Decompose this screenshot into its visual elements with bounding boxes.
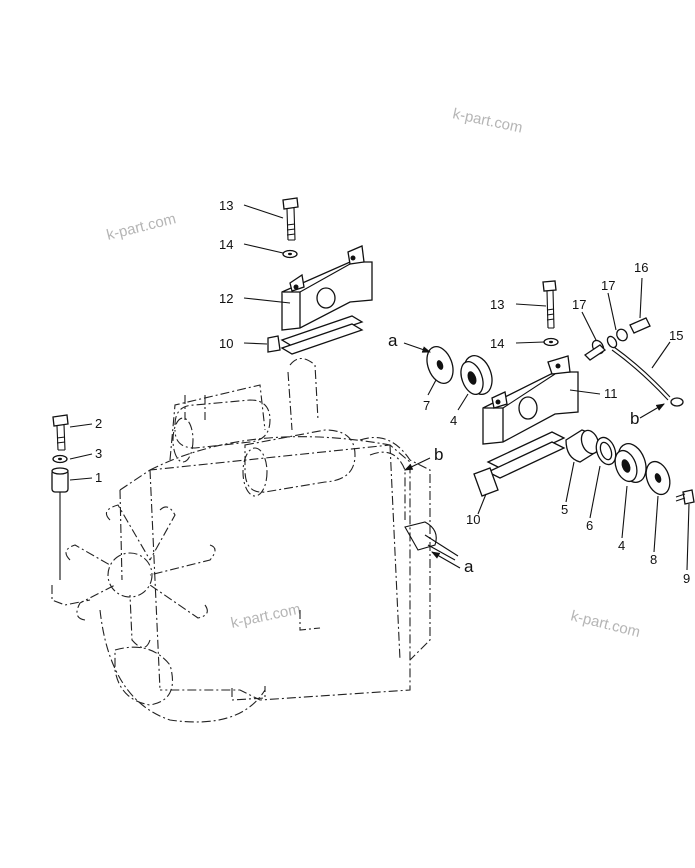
ref-letter-b-left: b bbox=[434, 445, 443, 464]
ref-letter-a-top: a bbox=[388, 331, 398, 350]
callout-14-right: 14 bbox=[490, 336, 504, 351]
ref-letter-b-right: b bbox=[630, 409, 639, 428]
engine-output-shaft bbox=[404, 521, 459, 561]
callout-14-top: 14 bbox=[219, 237, 233, 252]
callout-11: 11 bbox=[604, 386, 618, 401]
watermark-2: k-part.com bbox=[105, 210, 178, 244]
callout-5: 5 bbox=[561, 502, 568, 517]
leader-lines bbox=[59, 204, 690, 580]
left-bolt-stack bbox=[51, 414, 69, 493]
callout-13-top: 13 bbox=[219, 198, 233, 213]
callout-13-right: 13 bbox=[490, 297, 504, 312]
watermark-1: k-part.com bbox=[451, 105, 524, 136]
watermark-3: k-part.com bbox=[229, 601, 302, 632]
callout-4-bottom: 4 bbox=[618, 538, 625, 553]
callout-10-right: 10 bbox=[466, 512, 480, 527]
callout-17-left: 17 bbox=[572, 297, 586, 312]
engine-phantom-outline bbox=[51, 357, 431, 723]
callout-9: 9 bbox=[683, 571, 690, 586]
callout-2: 2 bbox=[95, 416, 102, 431]
ref-letter-a-bottom: a bbox=[464, 557, 474, 576]
bracket-11-assembly bbox=[473, 280, 579, 497]
callout-16: 16 bbox=[634, 260, 648, 275]
callout-15: 15 bbox=[669, 328, 683, 343]
cable-15-assembly bbox=[583, 317, 684, 407]
callout-3: 3 bbox=[95, 446, 102, 461]
watermark-4: k-part.com bbox=[569, 607, 642, 641]
callout-1: 1 bbox=[95, 470, 102, 485]
callout-12: 12 bbox=[219, 291, 233, 306]
callout-17-right: 17 bbox=[601, 278, 615, 293]
callout-6: 6 bbox=[586, 518, 593, 533]
bracket-12-assembly bbox=[267, 197, 373, 355]
callout-8: 8 bbox=[650, 552, 657, 567]
callout-4-top: 4 bbox=[450, 413, 457, 428]
callout-10-top: 10 bbox=[219, 336, 233, 351]
shaft-components bbox=[426, 346, 695, 505]
callout-7: 7 bbox=[423, 398, 430, 413]
